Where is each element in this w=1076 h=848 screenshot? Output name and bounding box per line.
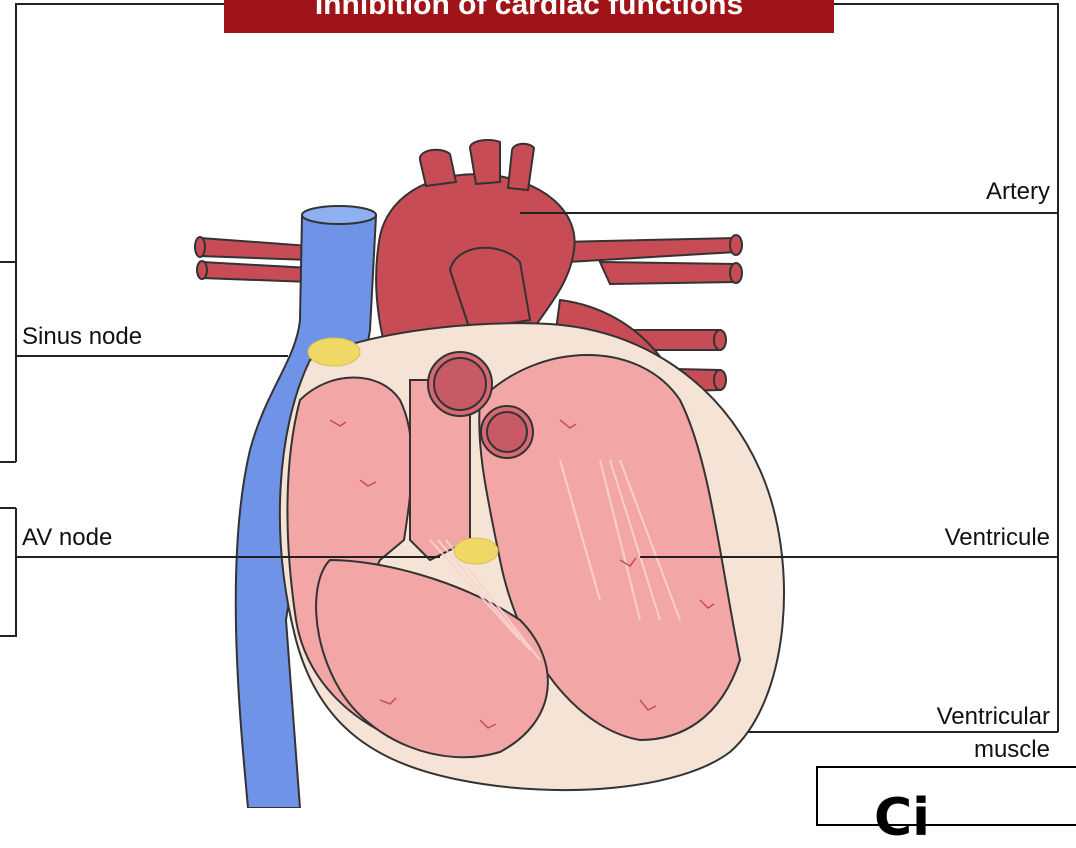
ventricular-muscle-label-line1: Ventricular: [937, 703, 1050, 731]
corner-text-box: Ci: [816, 766, 1076, 826]
left-branch-vessels: [195, 237, 310, 282]
diagram-canvas: Inhibition of cardiac functions Sinus no…: [0, 0, 1076, 808]
diagram-title: Inhibition of cardiac functions: [224, 0, 834, 33]
av-node-marker: [454, 538, 498, 564]
ventricular-muscle-label-line2: muscle: [974, 736, 1050, 764]
artery-label: Artery: [986, 178, 1050, 206]
sinus-node-marker: [308, 338, 360, 366]
heart-diagram: [0, 0, 1076, 808]
av-node-label: AV node: [22, 524, 112, 552]
corner-text: Ci: [874, 788, 930, 848]
sinus-node-label: Sinus node: [22, 323, 142, 351]
ventricule-label: Ventricule: [945, 524, 1050, 552]
